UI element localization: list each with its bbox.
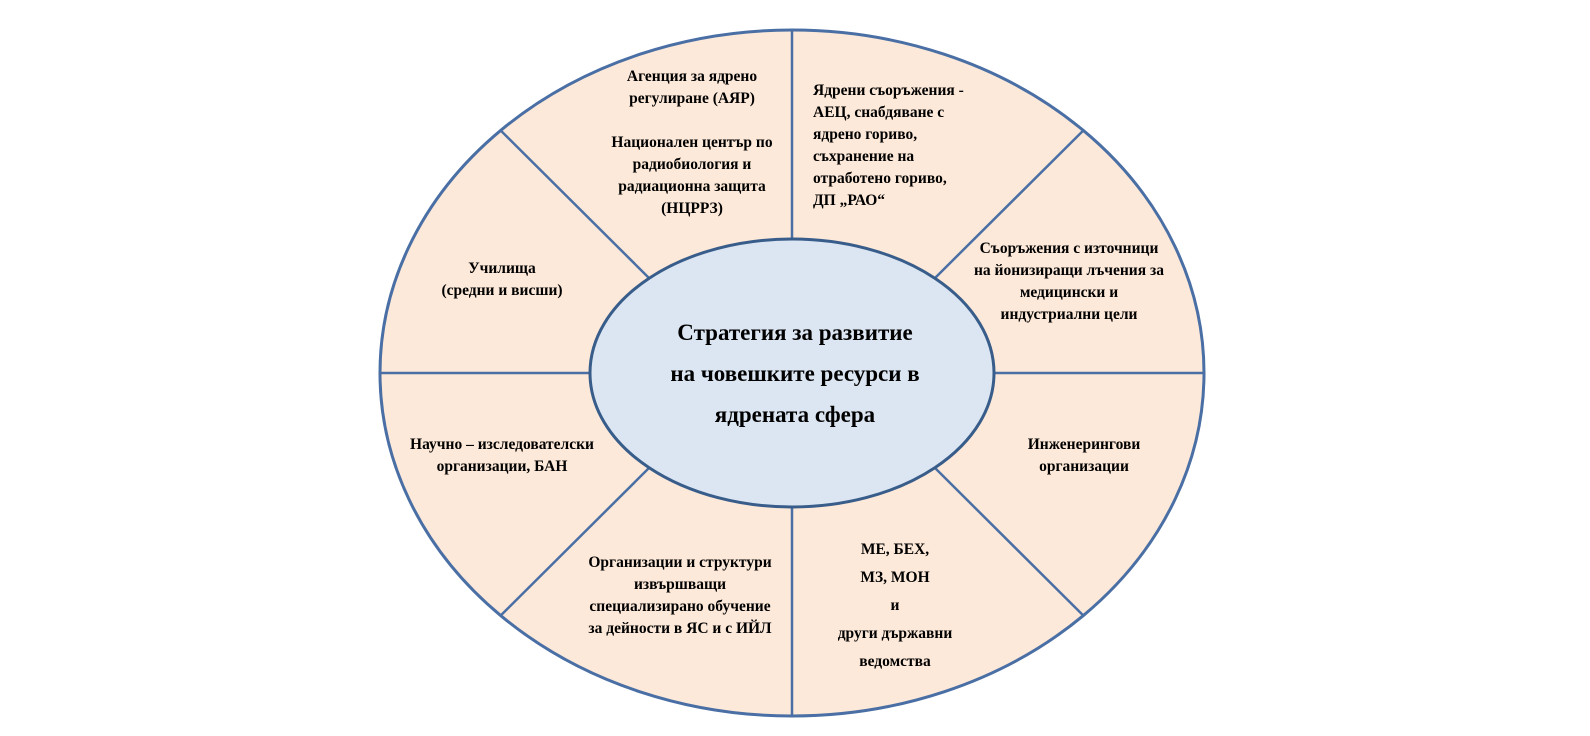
sector-line: (НЦРРЗ): [661, 200, 723, 217]
sector-line: и: [890, 597, 900, 614]
sector-line: ДП „РАО“: [813, 192, 886, 209]
sector-divider-line: [499, 466, 651, 617]
sector-line: индустриални цели: [1000, 306, 1138, 323]
sector-line: Инженерингови: [1027, 436, 1141, 453]
sector-research-organizations: Научно – изследователски организации, БА…: [384, 434, 620, 478]
sector-line: извършващи: [633, 576, 727, 593]
sector-dividers: [380, 30, 1204, 716]
sector-line: АЕЦ, снабдяване с: [813, 104, 945, 121]
sector-line: Ядрени съоръжения -: [813, 82, 964, 99]
sector-line: съхранение на: [813, 148, 915, 165]
sector-engineering: Инженерингови организации: [984, 434, 1184, 478]
sector-divider-line: [933, 466, 1085, 617]
sector-state-agencies: МЕ, БЕХ, МЗ, МОН и други държавни ведомс…: [810, 536, 980, 676]
sector-line: ядрено гориво,: [813, 126, 918, 143]
sector-line: Съоръжения с източници: [979, 240, 1159, 257]
sector-line: за дейности в ЯС и с ИЙЛ: [588, 620, 772, 637]
sector-line: ведомства: [859, 653, 931, 670]
sector-line: радиационна защита: [618, 178, 766, 195]
sector-line: организации, БАН: [436, 458, 568, 475]
sector-divider-line: [933, 129, 1085, 280]
sector-line: Училища: [468, 260, 536, 277]
sector-divider-line: [499, 129, 651, 280]
sector-line: организации: [1039, 458, 1129, 475]
sector-regulators: Агенция за ядрено регулиране (АЯР) Нацио…: [577, 66, 807, 220]
sector-nuclear-facilities: Ядрени съоръжения - АЕЦ, снабдяване с яд…: [813, 80, 964, 212]
sector-line: на йонизиращи лъчения за: [974, 262, 1164, 279]
sector-line: Агенция за ядрено: [626, 68, 758, 85]
center-title-line: на човешките ресурси в: [670, 361, 920, 386]
sector-line: МЗ, МОН: [860, 569, 930, 586]
center-title-line: ядрената сфера: [714, 402, 876, 427]
sector-line: МЕ, БЕХ,: [860, 541, 930, 558]
center-ellipse: [588, 237, 996, 509]
sector-line: други държавни: [837, 625, 953, 642]
sector-line: специализирано обучение: [589, 598, 771, 615]
sector-radiation-sources: Съоръжения с източници на йонизиращи лъч…: [947, 238, 1191, 326]
sector-line: (средни и висши): [441, 282, 563, 299]
sector-line: регулиране (АЯР): [629, 90, 755, 107]
sector-schools: Училища (средни и висши): [404, 258, 600, 302]
sector-line: Научно – изследователски: [410, 436, 594, 453]
sector-line: Национален център по: [611, 134, 773, 151]
sector-line: радиобиология и: [632, 156, 752, 173]
center-title-line: Стратегия за развитие: [677, 320, 913, 345]
center-title: Стратегия за развитие на човешките ресур…: [590, 312, 1000, 435]
sector-line: отработено гориво,: [813, 170, 947, 187]
sector-line: медицински и: [1019, 284, 1119, 301]
sector-training-organizations: Организации и структури извършващи специ…: [563, 552, 797, 640]
sector-line: Организации и структури: [588, 554, 772, 571]
